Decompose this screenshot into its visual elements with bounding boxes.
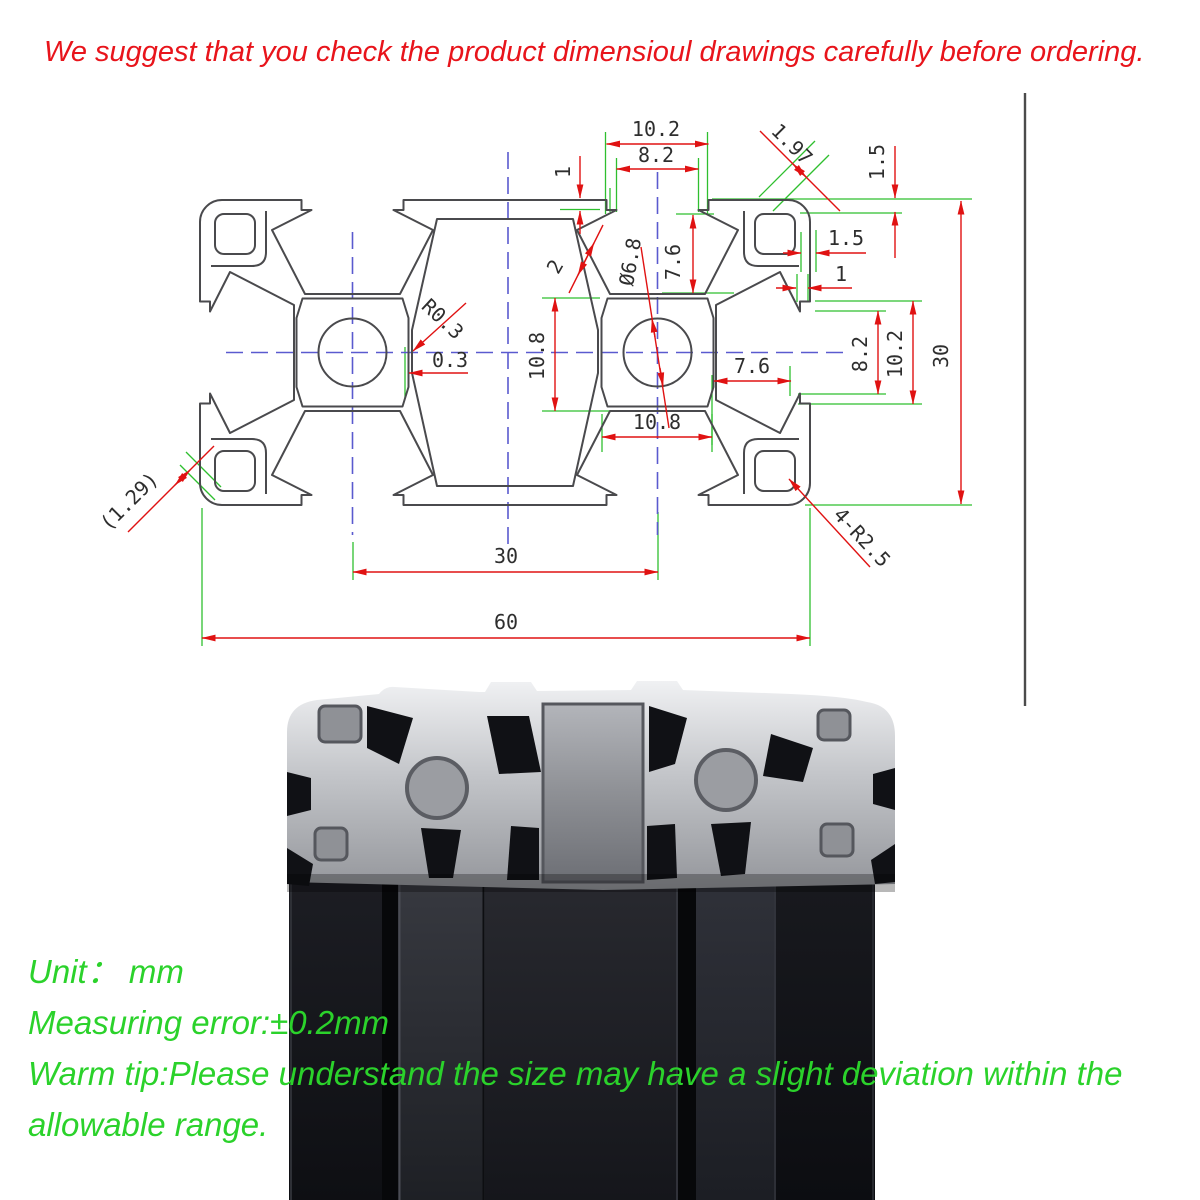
corner-screw-hole bbox=[819, 822, 855, 858]
dim-label-1-29: (1.29) bbox=[95, 467, 163, 535]
dim-label-top-1: 1 bbox=[551, 166, 575, 178]
dim-label-right-30: 30 bbox=[929, 344, 953, 368]
dim-label-v-10-8: 10.8 bbox=[525, 332, 549, 380]
dim-label-h-7-6: 7.6 bbox=[734, 354, 770, 378]
dim-label-h-10-8: 10.8 bbox=[633, 410, 681, 434]
dim-label-v-7-6: 7.6 bbox=[661, 244, 685, 280]
center-channel-tongue bbox=[541, 702, 645, 884]
corner-hole bbox=[214, 213, 256, 255]
note-tip-line1: Warm tip:Please understand the size may … bbox=[28, 1055, 1123, 1092]
dim-label-4-r2-5: 4-R2.5 bbox=[829, 503, 896, 572]
slot-cavities bbox=[287, 706, 895, 886]
note-unit: Unit： mm bbox=[28, 953, 184, 990]
extrusion-body bbox=[289, 864, 875, 1200]
corner-screw-hole bbox=[317, 704, 363, 744]
notes-block: Unit： mm Measuring error:±0.2mm Warm tip… bbox=[28, 946, 1122, 1150]
dim-label-top-8-2: 8.2 bbox=[638, 143, 674, 167]
profile-outline bbox=[199, 199, 811, 506]
warning-banner: We suggest that you check the product di… bbox=[44, 36, 1194, 69]
dim-label-1-97: 1.97 bbox=[766, 119, 817, 170]
dim-label-right-1-h: 1 bbox=[835, 262, 847, 286]
dimension-lines bbox=[127, 130, 965, 642]
extension-lines bbox=[179, 132, 972, 646]
corner-hole bbox=[754, 450, 796, 492]
corner-hole bbox=[214, 450, 256, 492]
middle-channel bbox=[411, 218, 599, 487]
right-cavity bbox=[600, 297, 715, 408]
dim-label-dia-6-8: Ø6.8 bbox=[614, 236, 646, 288]
bore-hole bbox=[694, 748, 758, 812]
note-tip-line2: allowable range. bbox=[28, 1106, 269, 1143]
right-center-bore bbox=[622, 317, 693, 388]
note-error: Measuring error:±0.2mm bbox=[28, 1004, 390, 1041]
left-center-bore bbox=[317, 317, 388, 388]
corner-screw-hole bbox=[313, 826, 349, 862]
cad-profile-drawing: 10.2 8.2 1 1.97 1.5 1.5 1 Ø6.8 7.6 2 R0.… bbox=[95, 117, 972, 646]
bore-hole bbox=[405, 756, 469, 820]
dim-label-right-8-2: 8.2 bbox=[848, 336, 872, 372]
dim-label-right-10-2: 10.2 bbox=[883, 330, 907, 378]
dim-label-r-0-3: R0.3 bbox=[417, 294, 469, 344]
dim-label-web-2: 2 bbox=[542, 255, 569, 277]
dim-label-right-1-5-v: 1.5 bbox=[865, 144, 889, 180]
dim-label-0-3: 0.3 bbox=[432, 348, 468, 372]
cross-section-face bbox=[287, 681, 895, 892]
dim-label-bottom-30: 30 bbox=[494, 544, 518, 568]
left-cavity bbox=[295, 297, 410, 408]
warning-text: We suggest that you check the product di… bbox=[44, 36, 1145, 68]
dim-label-right-1-5-h: 1.5 bbox=[828, 226, 864, 250]
product-photo bbox=[287, 681, 895, 1200]
corner-screw-hole bbox=[816, 708, 852, 742]
dim-label-bottom-60: 60 bbox=[494, 610, 518, 634]
corner-hole bbox=[754, 213, 796, 255]
dim-label-top-10-2: 10.2 bbox=[632, 117, 680, 141]
